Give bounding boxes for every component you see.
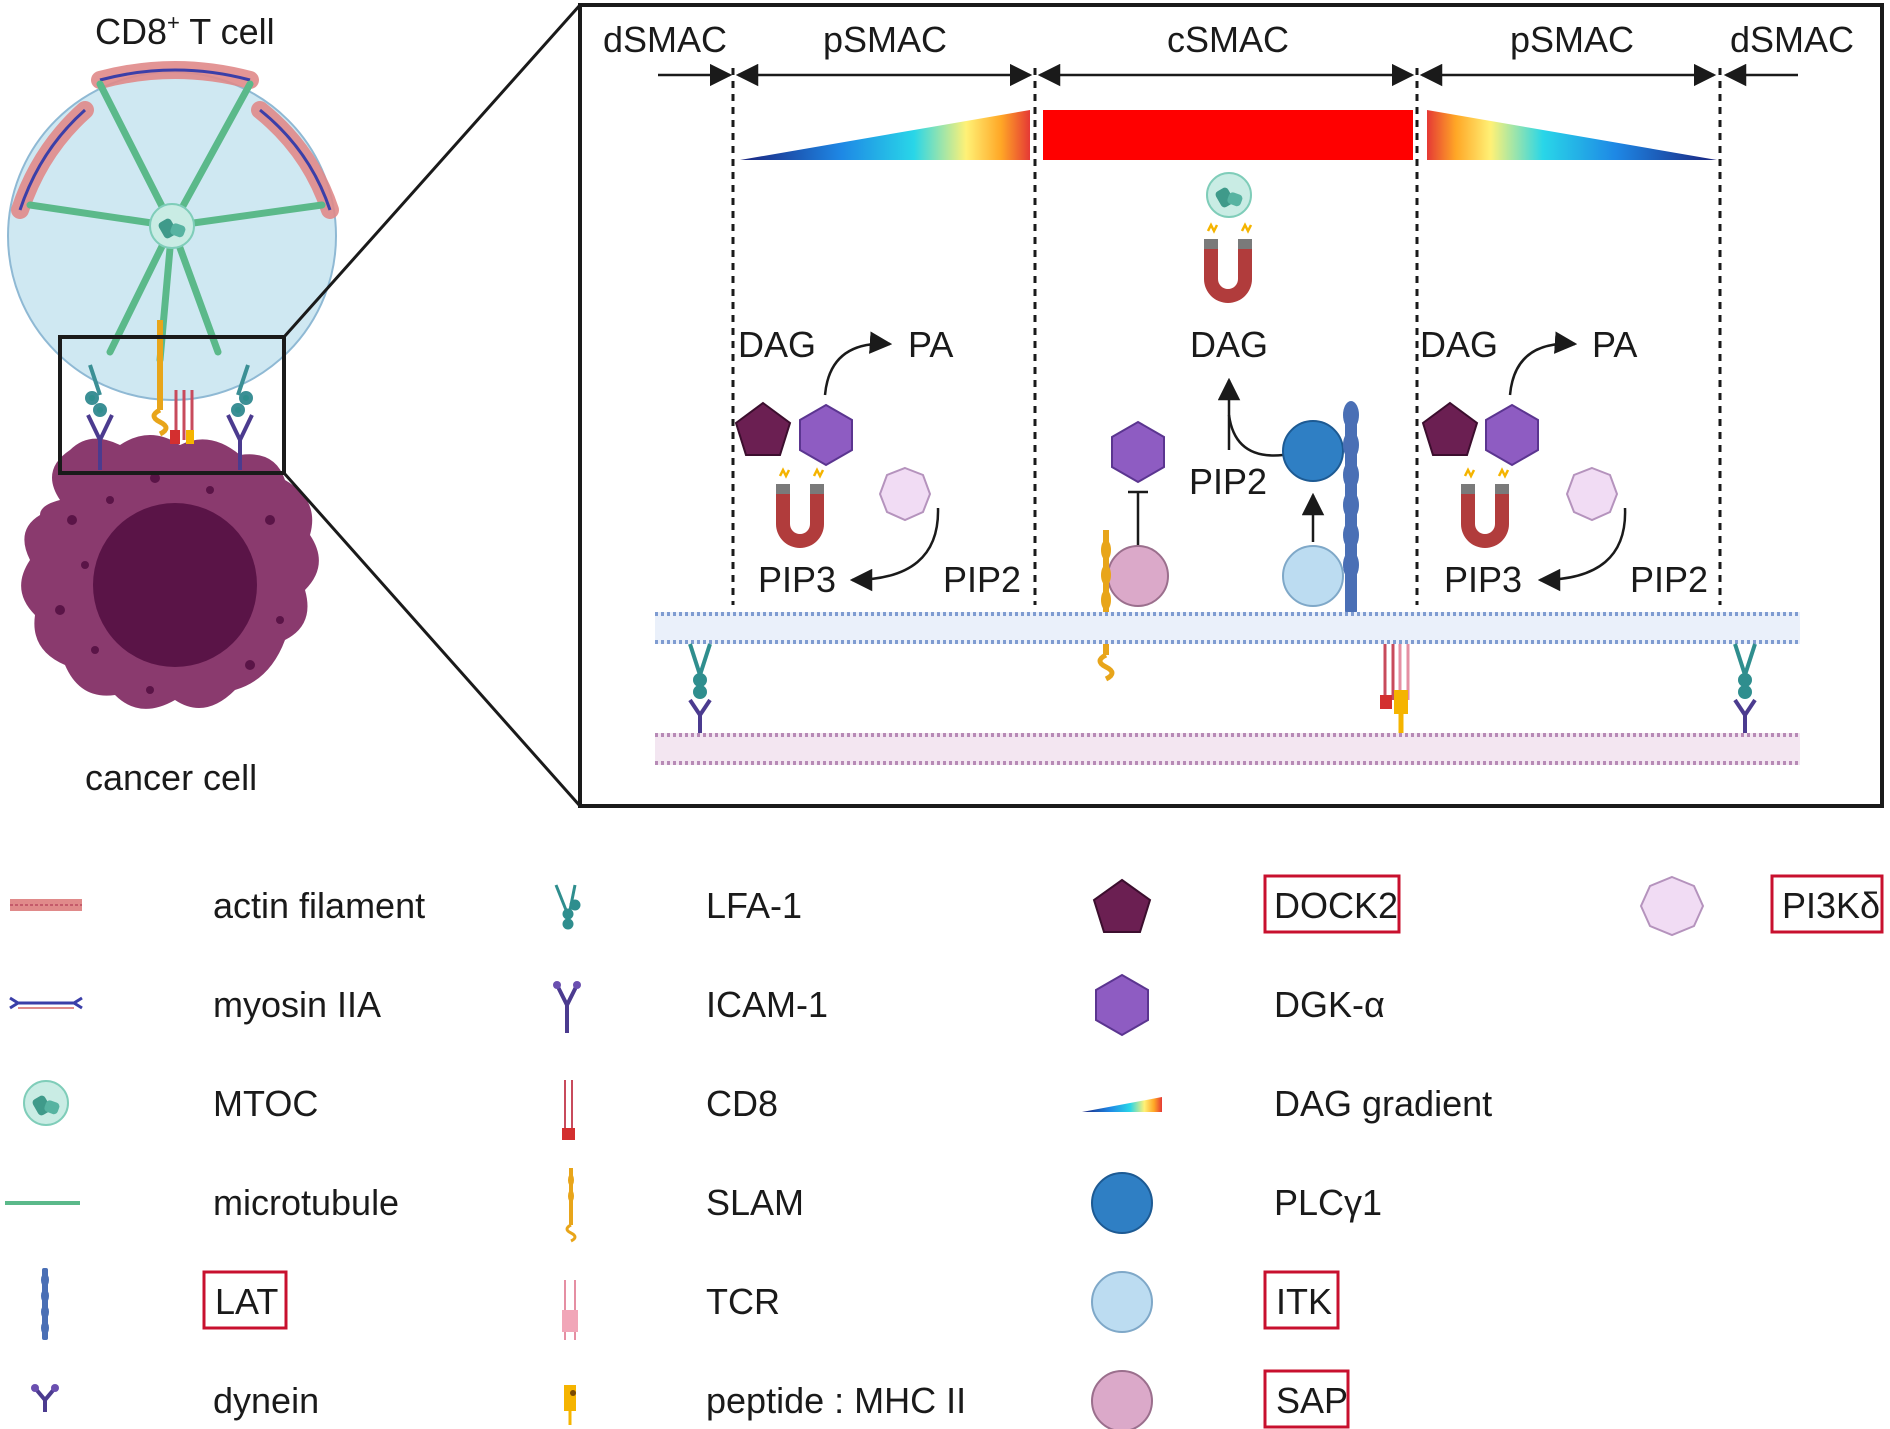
left-pip2-label: PIP2 [943, 559, 1021, 600]
right-dock2-pentagon [1421, 401, 1479, 456]
lat-highlight-box [202, 1270, 288, 1330]
right-pip2-label: PIP2 [1630, 559, 1708, 600]
legend-label-tcr: TCR [706, 1281, 780, 1322]
dag-gradient-right [1427, 110, 1717, 160]
dock2-highlight-box [1263, 874, 1401, 934]
csmac-plcg1-circle [1282, 420, 1344, 482]
right-pip3-label: PIP3 [1444, 559, 1522, 600]
zoom-source-box [58, 335, 286, 475]
zone-dividers [731, 68, 1722, 605]
csmac-mtoc-icon [1206, 172, 1252, 218]
itk-highlight-box [1263, 1270, 1340, 1330]
left-pi3k-octagon [878, 466, 932, 522]
left-pa-label: PA [908, 324, 953, 365]
legend-label-actin: actin filament [213, 885, 425, 926]
zone-label-dsmac-right: dSMAC [1730, 19, 1854, 60]
legend-label-dag-gradient: DAG gradient [1274, 1083, 1492, 1124]
right-dag-label: DAG [1420, 324, 1498, 365]
dynein-icon [31, 1384, 59, 1412]
csmac-pip2-label: PIP2 [1189, 461, 1267, 502]
zone-label-psmac-right: pSMAC [1510, 19, 1634, 60]
legend-label-dgk: DGK-α [1274, 984, 1385, 1025]
synapse-molecules [85, 320, 254, 470]
zoom-tcr-cd8-mhc [1380, 644, 1410, 733]
legend-label-pi3k: PI3Kδ [1782, 885, 1880, 926]
lfa1-icon [554, 884, 581, 930]
legend-label-cd8: CD8 [706, 1083, 778, 1124]
zoom-lfa1-icam1-right [1733, 643, 1757, 733]
left-dock2-pentagon [734, 401, 792, 456]
legend-label-lat: LAT [215, 1281, 278, 1322]
cd8-icon [562, 1080, 575, 1140]
legend-label-icam1: ICAM-1 [706, 984, 828, 1025]
right-pa-label: PA [1592, 324, 1637, 365]
actin-filament-icon [10, 899, 82, 911]
csmac-dgk-hexagon [1111, 420, 1165, 484]
zoom-lfa1-icam1-left [688, 643, 712, 733]
csmac-itk-circle [1282, 545, 1344, 607]
t-cell-membrane [655, 612, 1800, 644]
legend-label-itk: ITK [1276, 1281, 1332, 1322]
legend-label-slam: SLAM [706, 1182, 804, 1223]
pi3k-highlight-box [1770, 874, 1884, 934]
tcr-icon [562, 1280, 578, 1340]
plcg1-circle-icon [1091, 1172, 1153, 1234]
right-dgk-hexagon [1485, 403, 1539, 467]
lat-icon [41, 1268, 49, 1340]
legend-label-myosin: myosin IIA [213, 984, 381, 1025]
zone-label-csmac: cSMAC [1167, 19, 1289, 60]
sap-circle-icon [1091, 1370, 1153, 1429]
legend-label-sap: SAP [1276, 1380, 1348, 1421]
right-pi3k-octagon [1565, 466, 1619, 522]
left-dgk-hexagon [799, 403, 853, 467]
csmac-sap-circle [1107, 545, 1169, 607]
legend-label-dock2: DOCK2 [1274, 885, 1398, 926]
mtoc-legend-icon [23, 1080, 69, 1126]
cancer-nucleus [93, 503, 257, 667]
t-cell-label: CD8+ T cell [95, 10, 275, 52]
mtoc-icon [149, 203, 195, 249]
slam-icon [565, 1168, 577, 1243]
left-pip3-label: PIP3 [758, 559, 836, 600]
icam1-icon [553, 981, 581, 1033]
sap-highlight-box [1263, 1369, 1350, 1429]
legend-label-dynein: dynein [213, 1380, 319, 1421]
left-dag-label: DAG [738, 324, 816, 365]
cancer-cell-label: cancer cell [85, 757, 257, 798]
zone-label-dsmac-left: dSMAC [603, 19, 727, 60]
dag-gradient-icon [1082, 1097, 1162, 1112]
legend-label-microtubule: microtubule [213, 1182, 399, 1223]
zone-label-psmac-left: pSMAC [823, 19, 947, 60]
dgk-hexagon-icon [1095, 973, 1149, 1037]
dag-gradient-center [1043, 110, 1413, 160]
pi3k-octagon-icon [1639, 875, 1705, 937]
legend-label-mhc: peptide : MHC II [706, 1380, 966, 1421]
dock2-pentagon-icon [1092, 878, 1152, 933]
csmac-dag-label: DAG [1190, 324, 1268, 365]
legend-label-plcg1: PLCγ1 [1274, 1182, 1382, 1223]
dag-gradient-left [740, 110, 1030, 160]
itk-circle-icon [1091, 1271, 1153, 1333]
cancer-cell-membrane [655, 733, 1800, 765]
zoom-line-bottom [282, 472, 582, 807]
mhc-icon [564, 1385, 576, 1425]
zoom-line-top [282, 4, 582, 338]
legend-label-lfa1: LFA-1 [706, 885, 802, 926]
legend-label-mtoc: MTOC [213, 1083, 318, 1124]
myosin-icon [9, 996, 83, 1010]
csmac-lat-chain [1343, 401, 1359, 615]
